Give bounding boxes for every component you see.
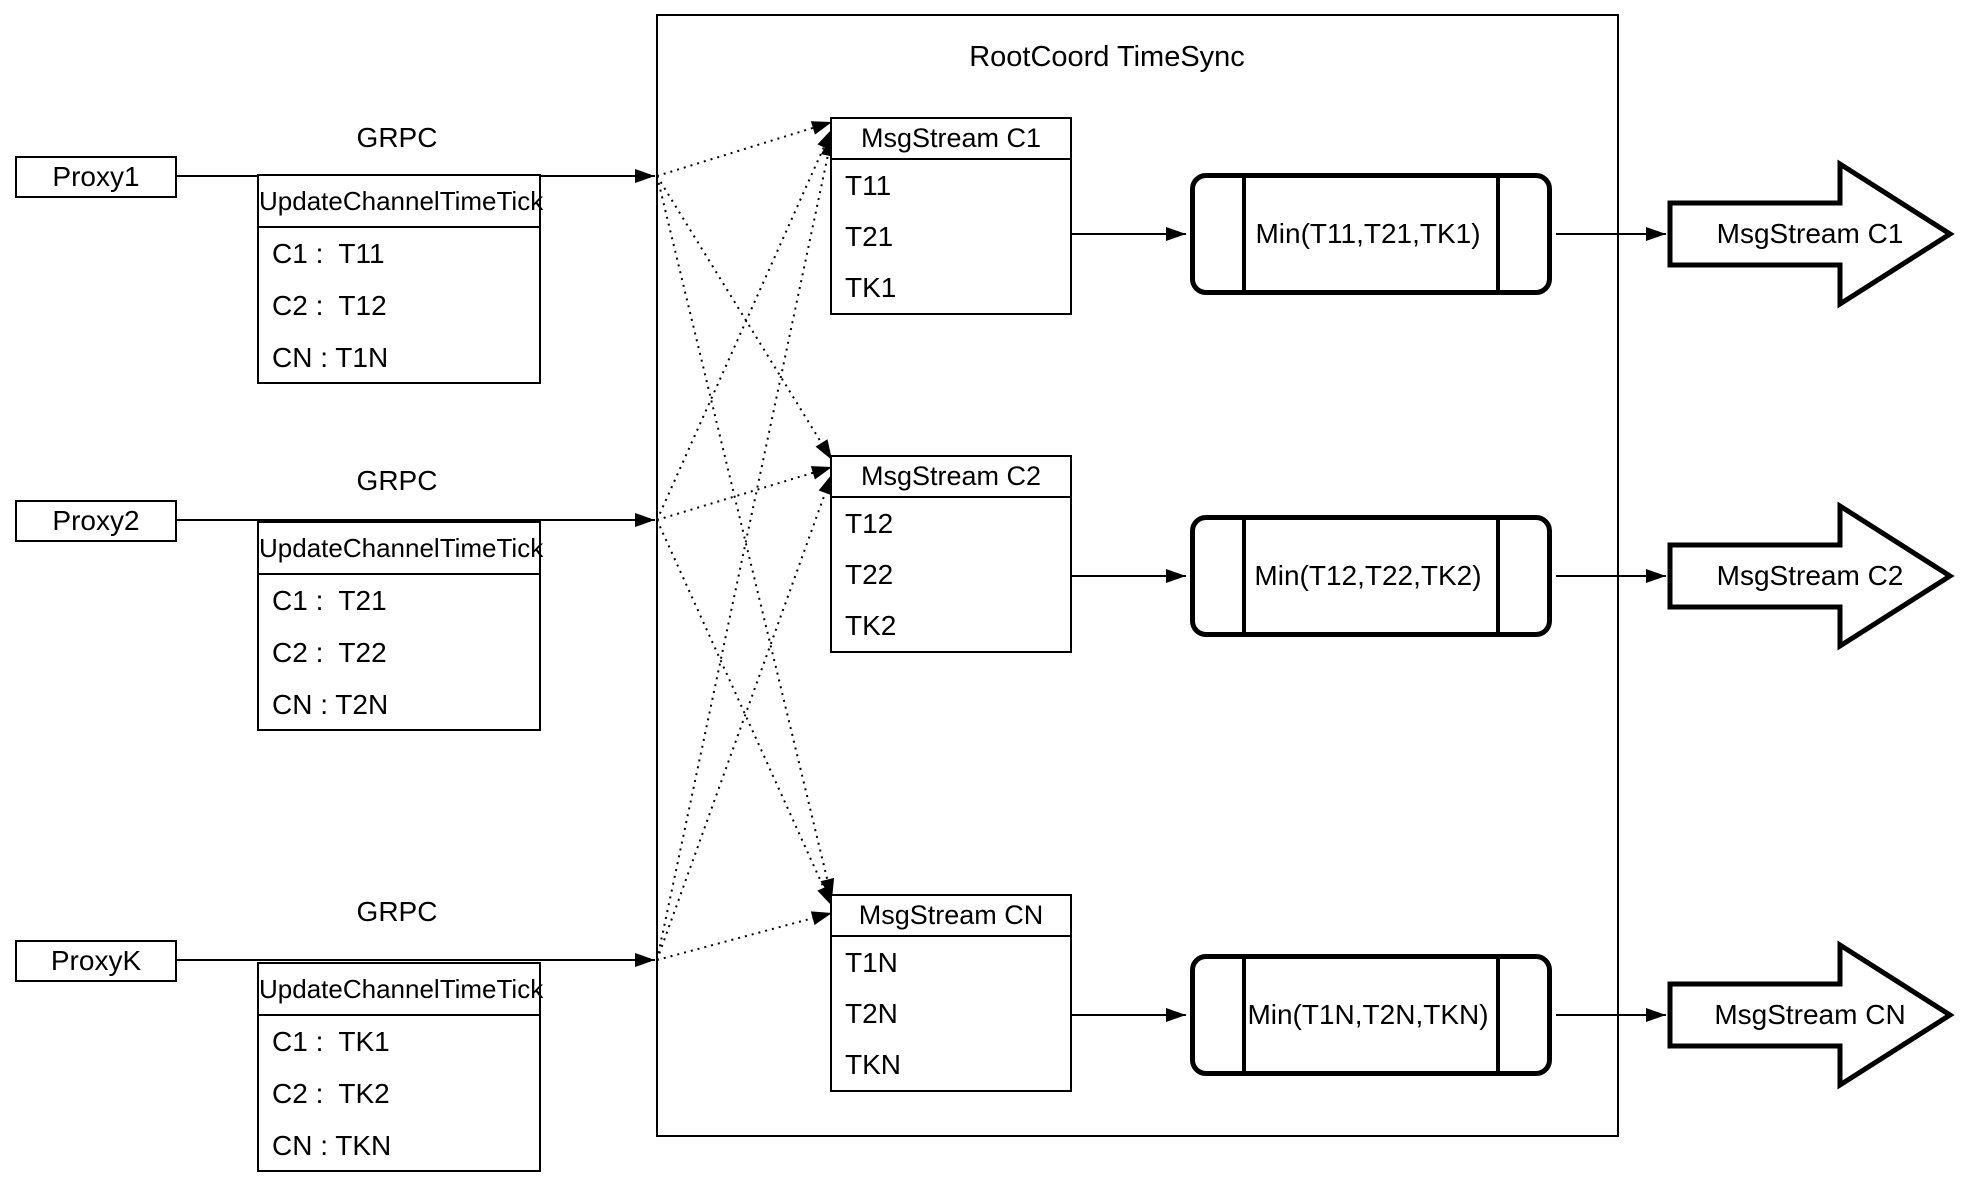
dotted-line-proxyk-cn (656, 911, 833, 961)
tick-row: TK2 (845, 610, 897, 641)
grpc-label-row3: GRPC (356, 896, 438, 927)
output-arrow-label-c1: MsgStream C1 (1716, 218, 1904, 249)
dotted-line-proxyk-c1 (656, 135, 835, 961)
timetick-row: C2 : T12 (272, 290, 387, 321)
timetick-row: C2 : T22 (272, 637, 387, 668)
dotted-line-proxy2-cn (656, 519, 833, 907)
update-timetick-table-proxy2: UpdateChannelTimeTick C1 : T21 C2 : T22 … (257, 521, 543, 731)
update-timetick-table-proxyk: UpdateChannelTimeTick C1 : TK1 C2 : TK2 … (257, 962, 543, 1172)
output-arrow-label-cn: MsgStream CN (1714, 999, 1906, 1030)
tick-row: TKN (845, 1049, 901, 1080)
dotted-line-proxyk-c2 (656, 473, 833, 961)
timetick-row: CN : TKN (272, 1130, 392, 1161)
min-label-c1: Min(T11,T21,TK1) (1255, 218, 1481, 249)
tick-row: T22 (845, 559, 894, 590)
timetick-row: CN : T1N (272, 342, 389, 373)
min-box-left-divider (1242, 520, 1246, 632)
min-box-left-divider (1242, 959, 1246, 1071)
min-label-c2: Min(T12,T22,TK2) (1254, 560, 1482, 591)
dotted-line-proxy2-c2 (656, 466, 833, 521)
output-arrow-shape-c1 (1667, 159, 1955, 309)
tick-row: T12 (845, 508, 894, 539)
msgstream-cn-table: MsgStream CN T1N T2N TKN (830, 894, 1072, 1092)
grpc-label-row2: GRPC (356, 465, 438, 496)
proxy2-box: Proxy2 (15, 500, 177, 542)
dotted-line-proxy1-cn (656, 175, 835, 900)
tick-row: T21 (845, 221, 894, 252)
timetick-row: C1 : T21 (272, 585, 387, 616)
msgstream-c1-header: MsgStream C1 (832, 119, 1070, 160)
timetick-row: CN : T2N (272, 689, 389, 720)
timetick-row: C1 : T11 (272, 238, 385, 269)
msgstream-c1-table: MsgStream C1 T11 T21 TK1 (830, 117, 1072, 315)
min-box-right-divider (1496, 178, 1500, 290)
proxy1-box: Proxy1 (15, 156, 177, 198)
update-timetick-table-proxy1: UpdateChannelTimeTick C1 : T11 C2 : T12 … (257, 174, 543, 384)
proxyk-box: ProxyK (15, 940, 177, 982)
tick-row: T11 (845, 170, 892, 201)
tick-row: T1N (845, 947, 898, 978)
msgstream-c2-table: MsgStream C2 T12 T22 TK2 (830, 455, 1072, 653)
min-box-right-divider (1496, 520, 1500, 632)
update-timetick-header-proxyk: UpdateChannelTimeTick (259, 964, 543, 1016)
output-arrow-label-c2: MsgStream C2 (1716, 560, 1904, 591)
msgstream-c2-header: MsgStream C2 (832, 457, 1070, 498)
update-timetick-header-proxy1: UpdateChannelTimeTick (259, 176, 543, 228)
tick-row: T2N (845, 998, 898, 1029)
rootcoord-timesync-title: RootCoord TimeSync (969, 41, 1245, 73)
min-box-cn: Min(T1N,T2N,TKN) (1190, 954, 1552, 1076)
tick-row: TK1 (845, 272, 897, 303)
output-arrow-shape-cn (1667, 940, 1955, 1090)
dotted-line-proxy2-c1 (656, 128, 833, 521)
grpc-label-row1: GRPC (356, 122, 438, 153)
min-label-cn: Min(T1N,T2N,TKN) (1247, 999, 1489, 1030)
timetick-row: C2 : TK2 (272, 1078, 390, 1109)
min-box-right-divider (1496, 959, 1500, 1071)
dotted-line-proxy1-c1 (656, 121, 833, 177)
output-arrow-shape-c2 (1667, 501, 1955, 651)
min-box-left-divider (1242, 178, 1246, 290)
dotted-line-proxy1-c2 (656, 175, 833, 461)
msgstream-cn-header: MsgStream CN (832, 896, 1070, 937)
timetick-row: C1 : TK1 (272, 1026, 390, 1057)
min-box-c2: Min(T12,T22,TK2) (1190, 515, 1552, 637)
min-box-c1: Min(T11,T21,TK1) (1190, 173, 1552, 295)
update-timetick-header-proxy2: UpdateChannelTimeTick (259, 523, 543, 575)
